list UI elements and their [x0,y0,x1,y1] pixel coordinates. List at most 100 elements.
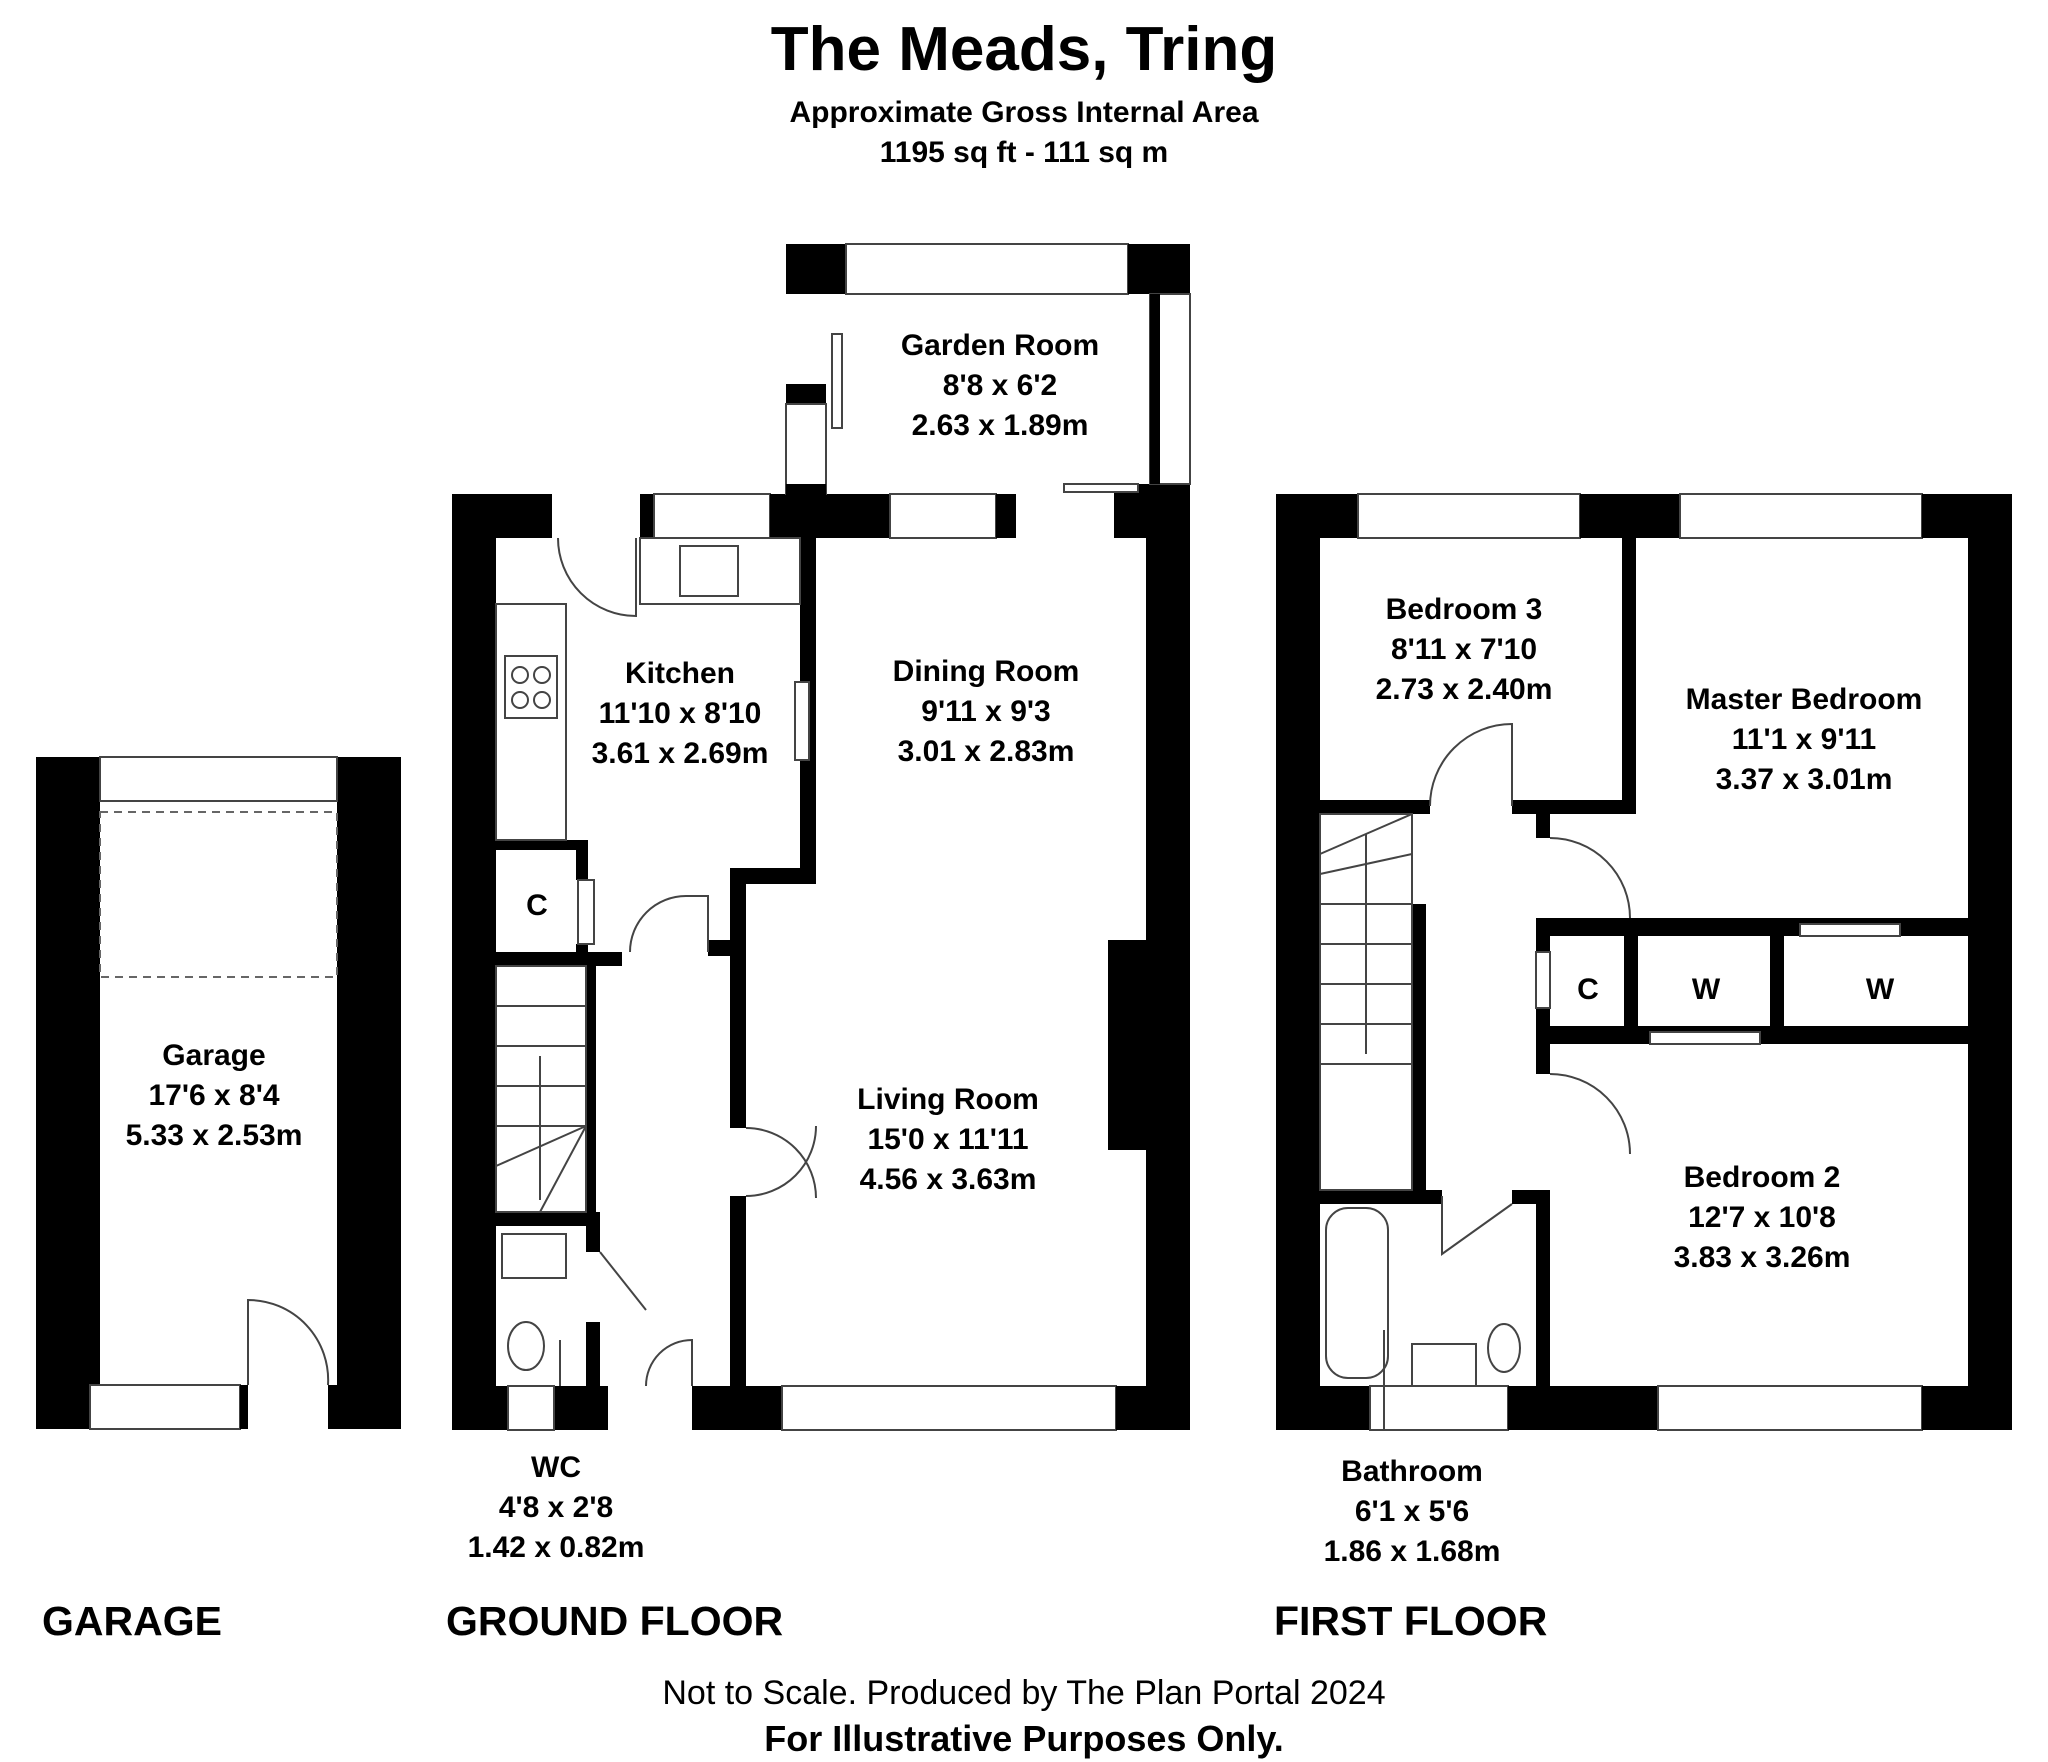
gf-hall-wall-stub [708,940,730,956]
ff-bed3-door [1429,722,1513,807]
gr-window-left [785,403,827,495]
ff-bath-door [1441,1196,1513,1256]
ff-wall-bottom-mid [1508,1386,1658,1430]
gf-wall-kitchen-stub [730,868,816,884]
gf-kitchen-window-jamb-left [640,494,654,538]
ff-landing-wall-low [1536,1044,1550,1074]
room-imperial: 11'10 x 8'10 [598,697,762,730]
ff-wardrobe-doors-bottom [1649,1031,1761,1045]
ff-bed3-master-wall [1622,538,1636,802]
garage-window [89,1384,241,1430]
wc-basin [501,1233,567,1279]
ff-w-divider [1770,936,1784,1026]
room-name: WC [531,1451,581,1484]
cupboard-label-ground: C [526,889,548,922]
gr-wall-top-left [786,244,846,294]
gf-back-door [557,537,637,618]
ff-wall-bottom-right [1922,1386,2012,1430]
first-floor-plan [1276,493,2012,1431]
gf-dining-jamb [996,494,1016,538]
room-metric: 3.37 x 3.01m [1715,763,1893,796]
footer-disclaimer: Not to Scale. Produced by The Plan Porta… [662,1674,1386,1712]
hob-ring [511,691,529,709]
gr-wall-left-stub [786,384,826,404]
ff-bath-window [1369,1385,1509,1431]
kitchen-worktop-left [495,603,567,841]
room-imperial: 9'11 x 9'3 [921,695,1051,728]
garage-jamb [240,1385,248,1429]
ff-bed2-window [1657,1385,1923,1431]
room-metric: 1.42 x 0.82m [467,1531,645,1564]
ff-basin [1411,1343,1477,1387]
gf-cupboard-side [576,840,588,880]
gr-window-top [845,243,1129,295]
gf-wall-top-left [452,494,552,538]
ff-wall-top-left [1276,494,1358,538]
gf-kitchen-window [653,493,771,539]
garage-pier-right [337,1080,359,1112]
garage-door-opening [99,756,338,802]
gr-wall-top-right [1128,244,1190,294]
garage-wall-top-right [337,757,401,801]
room-label-wc: WC 4'8 x 2'8 1.42 x 0.82m [468,1448,645,1568]
plan-subtitle: Approximate Gross Internal Area [789,96,1259,129]
room-metric: 1.86 x 1.68m [1323,1535,1501,1568]
ff-wall-bottom-left [1276,1386,1370,1430]
gf-serving-hatch [794,681,810,761]
room-label-garage: Garage 17'6 x 8'4 5.33 x 2.53m [126,1036,303,1156]
garage-wall-top-left [36,757,100,801]
kitchen-worktop-top [639,537,801,605]
garage-pier-left [78,1080,100,1112]
gf-cupboard-side-low [576,944,588,964]
gf-chimney [1108,940,1146,1150]
footer-illustrative: For Illustrative Purposes Only. [764,1718,1284,1759]
ff-bed3-bottom-left [1320,800,1430,814]
gr-sliding-door-2 [1063,483,1139,493]
hob-ring [533,691,551,709]
plan-area: 1195 sq ft - 111 sq m [879,136,1169,169]
hob-ring [511,666,529,684]
garage-side-door [247,1298,330,1386]
room-imperial: 8'8 x 6'2 [942,369,1058,402]
gr-wall-left-base [786,484,826,538]
room-label-master-bedroom: Master Bedroom 11'1 x 9'11 3.37 x 3.01m [1686,680,1923,800]
gf-stairs-wall [586,966,596,1212]
room-name: Garage [162,1039,266,1072]
hob-ring [533,666,551,684]
ff-master-door [1549,837,1631,919]
ff-wardrobe-doors-top [1799,923,1901,937]
room-name: Garden Room [900,329,1100,362]
ff-bath-bed2-wall [1536,1190,1550,1386]
garage-roof-storage [99,811,338,978]
gf-wc-side-bottom [586,1322,600,1386]
room-metric: 2.63 x 1.89m [911,409,1089,442]
room-imperial: 17'6 x 8'4 [148,1079,280,1112]
room-label-dining-room: Dining Room 9'11 x 9'3 3.01 x 2.83m [893,652,1080,772]
room-label-garden-room: Garden Room 8'8 x 6'2 2.63 x 1.89m [901,326,1099,446]
ground-floor-plan [452,243,1191,1431]
ff-bed3-window [1357,493,1581,539]
gf-wall-right [1146,484,1190,1430]
room-label-kitchen: Kitchen 11'10 x 8'10 3.61 x 2.69m [592,654,769,774]
gf-living-window [781,1385,1117,1431]
gf-stairs [495,965,587,1213]
garage-plan [36,756,401,1430]
floor-label-first: FIRST FLOOR [1274,1598,1548,1644]
room-label-bedroom-2: Bedroom 2 12'7 x 10'8 3.83 x 3.26m [1674,1158,1851,1278]
gf-wc-top [496,1212,596,1226]
ff-bathtub [1325,1207,1389,1379]
room-name: Bathroom [1341,1455,1483,1488]
wardrobe-label-1: W [1691,973,1721,1006]
ff-bath-top-right [1512,1190,1550,1204]
gf-hall-living-wall [730,868,746,1128]
room-label-living-room: Living Room 15'0 x 11'11 4.56 x 3.63m [857,1080,1039,1200]
room-name: Kitchen [624,657,735,690]
ff-wall-left [1276,494,1320,1430]
wardrobe-label-2: W [1865,973,1895,1006]
gf-kitchen-door [629,895,709,953]
floor-label-ground: GROUND FLOOR [446,1598,784,1644]
gr-wall-right [1150,294,1160,484]
kitchen-hob [504,655,558,719]
room-metric: 5.33 x 2.53m [125,1119,303,1152]
